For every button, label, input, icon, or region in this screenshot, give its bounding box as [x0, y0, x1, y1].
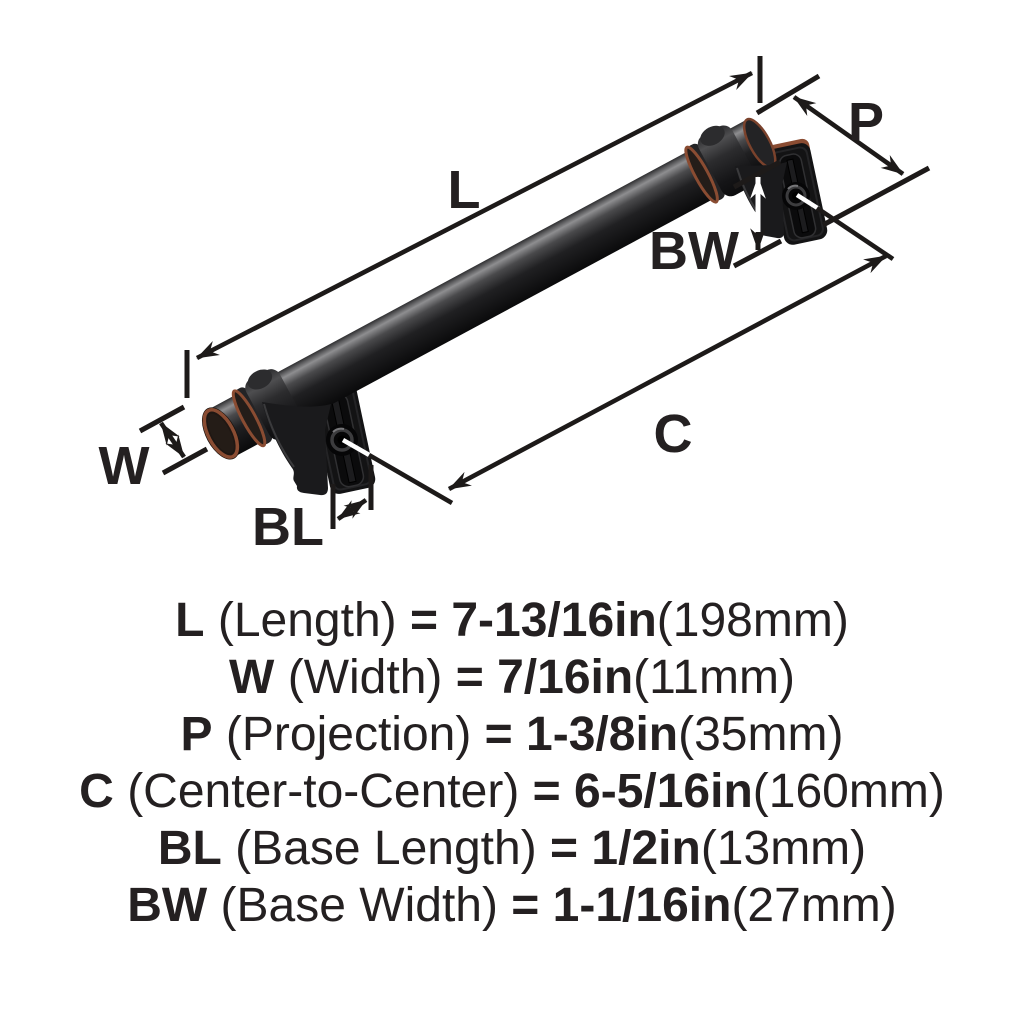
legend-imperial: 1/2in	[591, 822, 701, 875]
legend-metric: (198mm)	[656, 594, 849, 647]
dim-center-arrow	[447, 253, 888, 492]
legend-desc: (Base Width)	[220, 879, 498, 932]
legend-code: P	[180, 708, 213, 761]
dim-center-to-center	[341, 193, 895, 505]
left-mount-pedestal	[262, 402, 331, 496]
legend-row-base-width: BW (Base Width) = 1-1/16in(27mm)	[0, 877, 1024, 934]
dim-base-length-arrow	[336, 498, 368, 521]
legend-imperial: 6-5/16in	[574, 765, 753, 818]
dim-length-arrow	[195, 70, 754, 361]
legend-row-width: W (Width) = 7/16in(11mm)	[0, 649, 1024, 706]
dim-label-base-length: BL	[252, 497, 324, 557]
legend-code: L	[175, 594, 205, 647]
legend-equals: =	[484, 708, 513, 761]
bar-left-end-cap	[201, 407, 240, 460]
legend-imperial: 7-13/16in	[451, 594, 657, 647]
legend-desc: (Base Length)	[235, 822, 537, 875]
legend-row-projection: P (Projection) = 1-3/8in(35mm)	[0, 706, 1024, 763]
dim-length	[184, 56, 763, 398]
legend-row-center-to-center: C (Center-to-Center) = 6-5/16in(160mm)	[0, 763, 1024, 820]
legend-code: BW	[127, 879, 208, 932]
dim-width	[138, 404, 209, 476]
legend-equals: =	[532, 765, 561, 818]
dim-center-ext-left	[367, 453, 454, 505]
dim-projection	[755, 73, 931, 228]
legend-code: C	[79, 765, 114, 818]
legend-metric: (27mm)	[731, 879, 897, 932]
legend-code: BL	[157, 822, 222, 875]
left-mount-screw	[326, 424, 358, 456]
legend-imperial: 1-3/8in	[526, 708, 679, 761]
legend-desc: (Projection)	[225, 708, 472, 761]
legend-desc: (Length)	[217, 594, 397, 647]
legend-code: W	[229, 651, 275, 704]
dim-label-center-to-center: C	[654, 404, 693, 464]
legend-row-base-length: BL (Base Length) = 1/2in(13mm)	[0, 820, 1024, 877]
dim-projection-tick-far	[821, 165, 931, 228]
dim-label-projection: P	[848, 92, 884, 152]
dim-center-ext-left-white	[341, 438, 373, 458]
dim-label-length: L	[448, 160, 481, 220]
legend-desc: (Width)	[287, 651, 443, 704]
dim-width-arrow	[159, 421, 186, 459]
legend-metric: (13mm)	[700, 822, 867, 875]
dim-base-length	[330, 465, 374, 529]
dim-projection-arrow	[792, 95, 905, 176]
dim-projection-tick-near	[755, 73, 821, 116]
legend-metric: (11mm)	[633, 651, 795, 704]
legend-equals: =	[409, 594, 438, 647]
legend-equals: =	[550, 822, 579, 875]
legend-row-length: L (Length) = 7-13/16in(198mm)	[0, 592, 1024, 649]
legend-metric: (35mm)	[678, 708, 844, 761]
dim-width-tick-top	[138, 404, 186, 434]
dim-base-width-tick-top	[732, 159, 782, 190]
right-mount-screw	[782, 182, 810, 210]
legend-equals: =	[511, 879, 540, 932]
legend-metric: (160mm)	[752, 765, 945, 818]
dimension-legend: L (Length) = 7-13/16in(198mm) W (Width) …	[0, 592, 1024, 934]
legend-imperial: 1-1/16in	[552, 879, 732, 932]
dim-center-ext-right	[815, 206, 895, 261]
legend-desc: (Center-to-Center)	[127, 765, 520, 818]
dim-width-tick-bottom	[161, 446, 209, 476]
dim-center-ext-right-white	[795, 193, 821, 211]
dim-label-width: W	[99, 436, 150, 496]
legend-imperial: 7/16in	[497, 651, 634, 704]
legend-equals: =	[455, 651, 484, 704]
dim-label-base-width: BW	[649, 221, 739, 281]
